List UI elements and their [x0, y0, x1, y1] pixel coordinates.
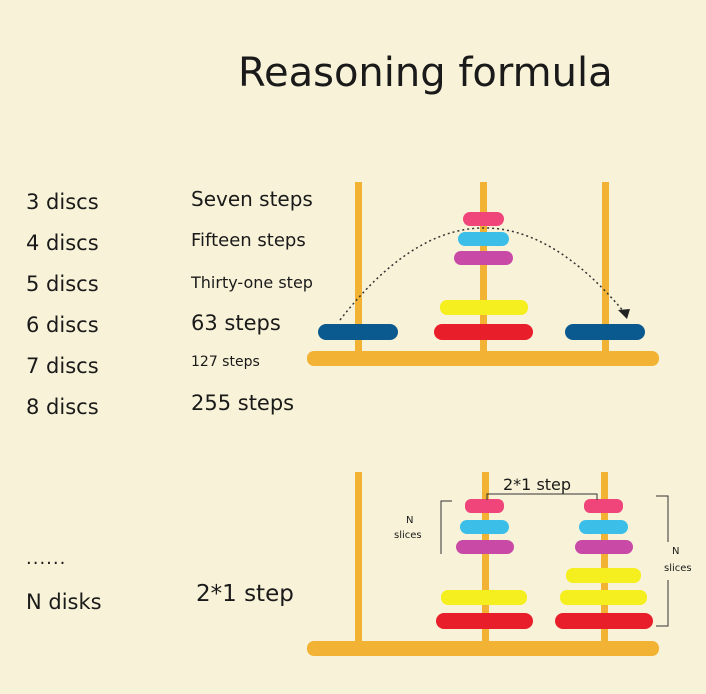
top-disc-yellow: [440, 300, 528, 315]
top-base: [307, 351, 659, 366]
bottom-right-cyan: [579, 520, 628, 534]
bottom-base: [307, 641, 659, 656]
arrow-head-icon: [618, 309, 630, 319]
step-count-3: Seven steps: [191, 187, 313, 211]
disc-count-5: 5 discs: [26, 272, 99, 296]
top-disc-magenta: [454, 251, 513, 265]
disc-count-4: 4 discs: [26, 231, 99, 255]
top-rod-right: [602, 182, 609, 354]
step-count-8: 255 steps: [191, 391, 295, 415]
bottom-right-red: [555, 613, 653, 629]
step-count-5: Thirty-one step: [191, 273, 313, 292]
bottom-right-yellow-2: [560, 590, 647, 605]
bottom-mid-magenta: [456, 540, 514, 554]
step-count-6: 63 steps: [191, 311, 281, 335]
bottom-mid-pink: [465, 499, 504, 513]
top-disc-cyan: [458, 232, 509, 246]
disc-count-6: 6 discs: [26, 313, 99, 337]
bottom-formula-label: 2*1 step: [503, 475, 572, 494]
right-bracket: [656, 495, 669, 627]
top-rod-left: [355, 182, 362, 354]
page-title: Reasoning formula: [238, 50, 613, 96]
step-count-4: Fifteen steps: [191, 230, 306, 251]
top-disc-red: [434, 324, 533, 340]
top-disc-blue-right: [565, 324, 645, 340]
bottom-right-yellow-1: [566, 568, 641, 583]
top-bracket: [486, 493, 598, 500]
left-slices-label: slices: [394, 530, 422, 541]
bottom-mid-yellow: [441, 590, 527, 605]
disc-count-3: 3 discs: [26, 190, 99, 214]
bottom-mid-red: [436, 613, 533, 629]
right-n-label: N: [672, 546, 680, 557]
disc-count-8: 8 discs: [26, 395, 99, 419]
right-slices-label: slices: [664, 563, 692, 574]
move-arc: [339, 227, 625, 321]
bottom-rod-right: [601, 472, 608, 644]
top-disc-pink: [463, 212, 504, 226]
n-disks-label: N disks: [26, 590, 102, 614]
bottom-rod-left: [355, 472, 362, 644]
disc-count-7: 7 discs: [26, 354, 99, 378]
left-bracket: [440, 500, 452, 554]
ellipsis: ......: [26, 548, 67, 569]
n-disks-formula: 2*1 step: [196, 581, 294, 607]
top-disc-blue-left: [318, 324, 398, 340]
bottom-mid-cyan: [460, 520, 509, 534]
bottom-right-pink: [584, 499, 623, 513]
bottom-rod-middle: [482, 472, 489, 644]
left-n-label: N: [406, 515, 414, 526]
step-count-7: 127 steps: [191, 354, 260, 370]
top-rod-middle: [480, 182, 487, 354]
bottom-right-magenta: [575, 540, 633, 554]
